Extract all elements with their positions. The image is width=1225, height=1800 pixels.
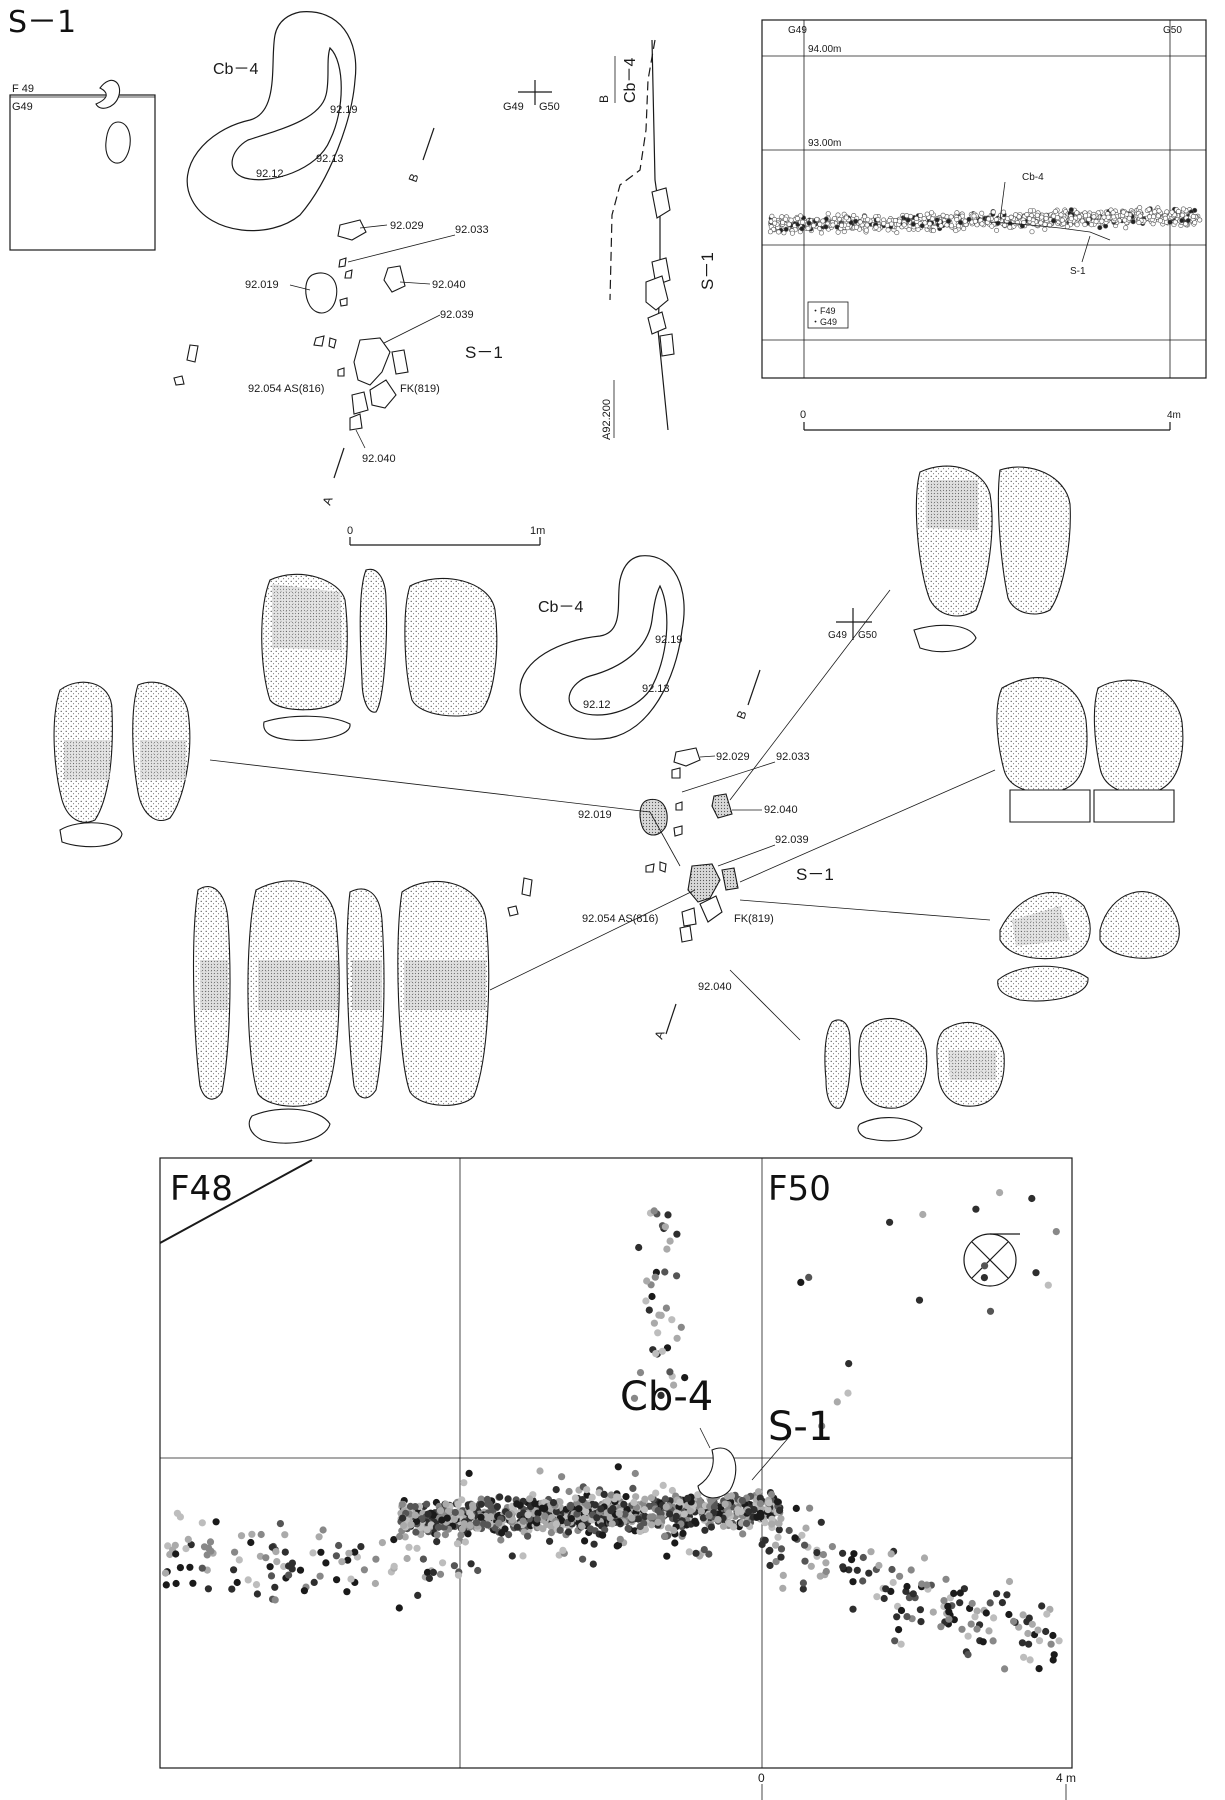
mid-elev3: 92.12 — [583, 699, 611, 711]
grid-g49: G49 — [503, 101, 524, 113]
mid-e039: 92.039 — [775, 834, 809, 846]
mid-g49: G49 — [828, 630, 847, 641]
profile-a: A92.200 — [601, 399, 613, 440]
elevation-chart: G49 G50 94.00m 93.00m Cb-4 S-1 ・F49 ・G49… — [761, 19, 1207, 431]
map-cb4: Cb-4 — [620, 1374, 713, 1420]
mid-e033: 92.033 — [776, 751, 810, 763]
scale-1m: 1m — [530, 525, 545, 537]
mid-elev2: 92.13 — [642, 683, 670, 695]
pit-label: Cb－4 — [213, 61, 258, 78]
chart-cb4: Cb-4 — [1022, 172, 1044, 183]
chart-scale-0: 0 — [800, 409, 806, 421]
map-s1: S-1 — [768, 1404, 833, 1450]
profile-cb4: Cb－4 — [622, 58, 639, 103]
grid-f49-label: F 49 — [12, 83, 34, 95]
north-arrow-icon — [963, 1233, 1020, 1287]
section-a: A — [320, 495, 336, 507]
mid-e029: 92.029 — [716, 751, 750, 763]
elev-040a: 92.040 — [432, 279, 466, 291]
chart-legend-g49: ・G49 — [811, 317, 837, 327]
elev-033: 92.033 — [455, 224, 489, 236]
elev-inner3: 92.12 — [256, 168, 284, 180]
mid-pit-label: Cb－4 — [538, 599, 583, 616]
grid-g49-label: G49 — [12, 101, 33, 113]
elev-fk: FK(819) — [400, 383, 440, 395]
section-b: B — [406, 172, 422, 184]
chart-g50: G50 — [1163, 25, 1182, 36]
scale-0: 0 — [347, 525, 353, 537]
mid-e019: 92.019 — [578, 809, 612, 821]
mid-e054: 92.054 AS(816) — [582, 913, 658, 925]
top-plan-view: Cb－4 92.19 92.13 92.12 G49 G50 B 92.029 … — [173, 11, 560, 546]
mid-e040b: 92.040 — [698, 981, 732, 993]
elev-054: 92.054 AS(816) — [248, 383, 324, 395]
map-f50: F50 — [768, 1169, 831, 1209]
chart-s1: S-1 — [1070, 266, 1086, 277]
artifact-drawings — [53, 465, 1184, 1144]
profile-s1: S－1 — [698, 252, 717, 290]
elev-019: 92.019 — [245, 279, 279, 291]
elev-039: 92.039 — [440, 309, 474, 321]
chart-93: 93.00m — [808, 138, 841, 149]
mid-section-b: B — [734, 709, 750, 721]
mid-e040a: 92.040 — [764, 804, 798, 816]
distribution-map: F48 F50 Cb-4 S-1 0 4 m — [159, 1157, 1076, 1800]
map-f48: F48 — [170, 1169, 233, 1209]
figure-title: S－1 — [8, 5, 76, 40]
chart-scale-4m: 4m — [1167, 410, 1181, 421]
elevation-dots — [767, 205, 1203, 236]
grid-key-box: F 49 G49 — [9, 79, 156, 251]
mid-section-a: A — [652, 1029, 668, 1041]
elev-029: 92.029 — [390, 220, 424, 232]
chart-legend-f49: ・F49 — [811, 306, 836, 316]
map-scale-4m: 4 m — [1056, 1771, 1076, 1785]
profile-b: B — [597, 95, 611, 103]
elev-inner1: 92.19 — [330, 104, 358, 116]
grid-g50: G50 — [539, 101, 560, 113]
mid-g50: G50 — [858, 630, 877, 641]
middle-plan-view: Cb－4 92.19 92.13 92.12 G49 G50 B 92.029 … — [209, 555, 996, 1041]
elev-inner2: 92.13 — [316, 153, 344, 165]
mid-feature: S－1 — [796, 865, 834, 884]
mid-efk: FK(819) — [734, 913, 774, 925]
section-profile: B Cb－4 S－1 A92.200 — [597, 39, 717, 440]
chart-g49: G49 — [788, 25, 807, 36]
map-scale-0: 0 — [758, 1771, 765, 1785]
chart-94: 94.00m — [808, 44, 841, 55]
artifact-dots — [161, 1189, 1063, 1673]
feature-label: S－1 — [465, 343, 503, 362]
mid-elev1: 92.19 — [655, 634, 683, 646]
elev-040b: 92.040 — [362, 453, 396, 465]
